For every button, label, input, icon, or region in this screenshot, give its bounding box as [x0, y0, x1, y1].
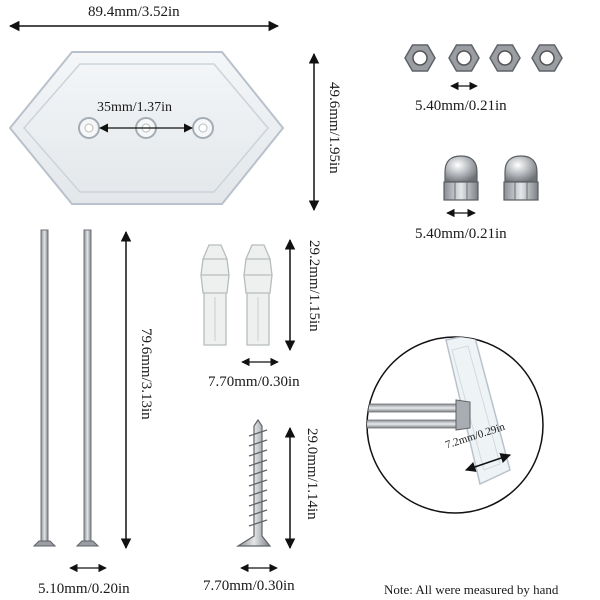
wall-anchors: [200, 244, 273, 346]
rod-length-label: 79.6mm/3.13in: [138, 328, 154, 420]
anchor-length-label: 29.2mm/1.15in: [306, 240, 322, 332]
cap-nuts: [443, 155, 539, 201]
screw-diameter-label: 7.70mm/0.30in: [203, 578, 295, 594]
anchor-diameter-label: 7.70mm/0.30in: [208, 374, 300, 390]
rod-diameter-label: 5.10mm/0.20in: [38, 581, 130, 597]
screw-length-label: 29.0mm/1.14in: [304, 428, 320, 520]
hex-nuts: [404, 44, 563, 72]
plate-height-label: 49.6mm/1.95in: [326, 82, 342, 174]
assembly-detail-circle: [366, 336, 544, 514]
wood-screw: [235, 418, 272, 547]
threaded-rods: [32, 229, 100, 547]
hole-spacing-label: 35mm/1.37in: [97, 100, 173, 115]
cap-nut-label: 5.40mm/0.21in: [415, 226, 507, 242]
detail-arrow: [465, 453, 511, 472]
measurement-note: Note: All were measured by hand: [384, 582, 559, 597]
hex-nut-label: 5.40mm/0.21in: [415, 98, 507, 114]
plate-width-label: 89.4mm/3.52in: [88, 4, 180, 20]
